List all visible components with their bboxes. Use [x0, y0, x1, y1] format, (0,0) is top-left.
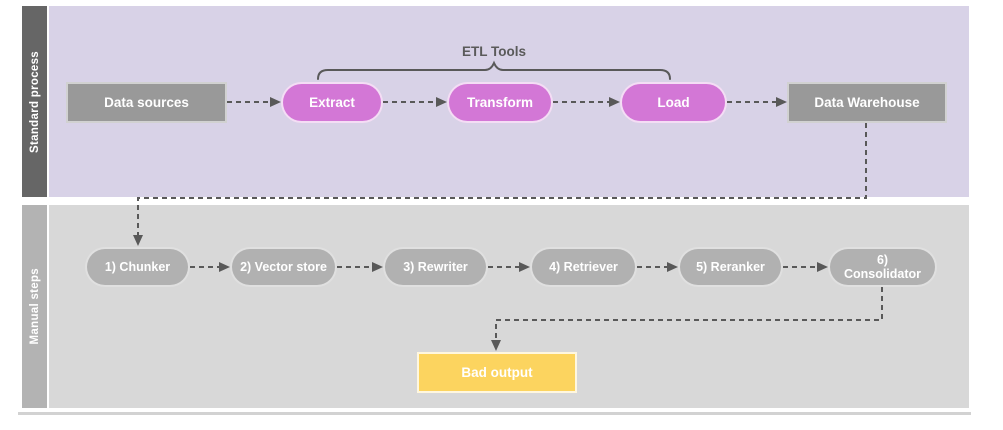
node-load: Load: [620, 82, 727, 123]
lane-standard-process-label: Standard process: [22, 6, 47, 197]
node-bad-output: Bad output: [417, 352, 577, 393]
lane-standard-process-label-text: Standard process: [28, 50, 41, 153]
node-consolidator: 6) Consolidator: [828, 247, 937, 287]
lane-manual-steps-label-text: Manual steps: [28, 268, 41, 345]
node-reranker: 5) Reranker: [678, 247, 783, 287]
node-transform: Transform: [447, 82, 553, 123]
node-data-warehouse: Data Warehouse: [787, 82, 947, 123]
node-extract: Extract: [281, 82, 383, 123]
node-data-sources: Data sources: [66, 82, 227, 123]
node-retriever: 4) Retriever: [530, 247, 637, 287]
lane-manual-steps-label: Manual steps: [22, 205, 47, 408]
etl-tools-label: ETL Tools: [462, 44, 526, 59]
node-vector-store: 2) Vector store: [230, 247, 337, 287]
node-rewriter: 3) Rewriter: [383, 247, 488, 287]
node-chunker: 1) Chunker: [85, 247, 190, 287]
bottom-divider: [18, 412, 971, 415]
